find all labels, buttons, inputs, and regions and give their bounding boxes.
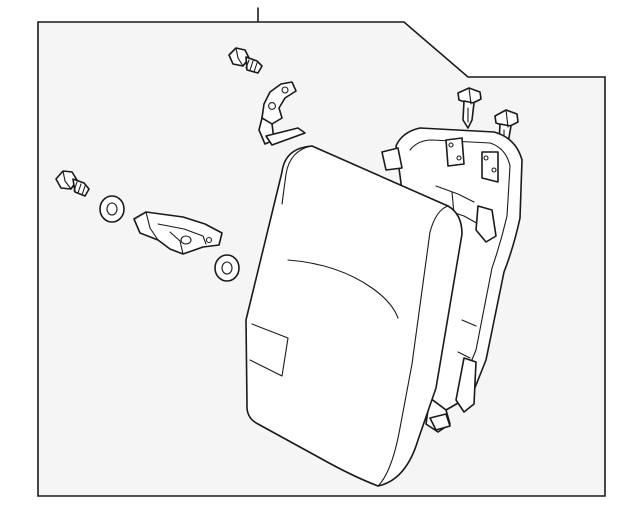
left-bolt-icon <box>55 170 90 197</box>
mounting-bracket-icon <box>133 211 223 255</box>
headrest-guide-left-icon <box>457 87 482 129</box>
hinge-bracket-icon <box>258 81 306 146</box>
washer-left-icon <box>99 195 125 223</box>
washer-right-icon <box>214 254 240 282</box>
seat-back-cushion-icon <box>245 145 463 487</box>
top-bolt-icon <box>228 47 263 74</box>
